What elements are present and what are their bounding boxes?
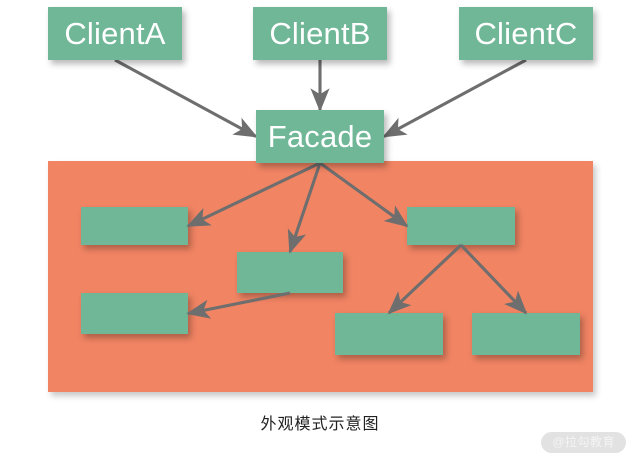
subsystem-node-5[interactable]	[335, 313, 443, 355]
arrow-clientA-to-facade	[114, 58, 258, 138]
client-node-clientc-label: ClientC	[474, 16, 578, 51]
watermark-badge: @拉勾教育	[541, 432, 626, 454]
subsystem-node-6[interactable]	[472, 313, 580, 355]
arrow-clientC-to-facade	[382, 58, 527, 138]
subsystem-node-3[interactable]	[407, 207, 515, 245]
subsystem-node-4[interactable]	[81, 293, 188, 334]
subsystem-node-1[interactable]	[81, 207, 188, 245]
client-node-clientb-label: ClientB	[269, 16, 371, 51]
client-node-clienta[interactable]: ClientA	[48, 7, 182, 60]
facade-node-label: Facade	[267, 119, 373, 154]
client-node-clientb[interactable]: ClientB	[253, 7, 387, 60]
diagram-caption: 外观模式示意图	[260, 416, 380, 433]
client-node-clientc[interactable]: ClientC	[459, 7, 593, 60]
client-node-clienta-label: ClientA	[64, 16, 166, 51]
facade-node[interactable]: Facade	[256, 110, 384, 163]
subsystem-node-2[interactable]	[237, 252, 343, 293]
